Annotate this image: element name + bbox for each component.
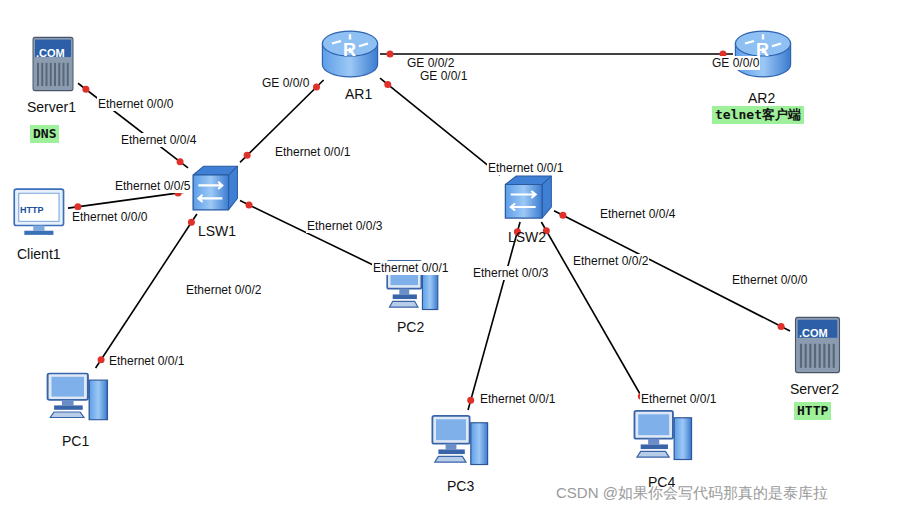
icon-text: .COM: [799, 327, 828, 339]
port-label: Ethernet 0/0/5: [114, 179, 191, 193]
icon-text: HTTP: [20, 204, 44, 216]
port-label: GE 0/0/0: [261, 76, 310, 90]
device-name: Server1: [27, 99, 76, 115]
server-icon: [28, 35, 78, 93]
port-dot: [559, 212, 566, 219]
link-line: [78, 83, 188, 168]
port-label: Ethernet 0/0/2: [572, 254, 649, 268]
icon-text: R: [756, 44, 769, 56]
port-label: Ethernet 0/0/1: [640, 392, 717, 406]
server-icon: [790, 315, 845, 375]
device-name: LSW1: [198, 223, 236, 239]
device-name: PC3: [447, 478, 474, 494]
port-label: Ethernet 0/0/0: [71, 210, 148, 224]
port-dot: [177, 158, 184, 165]
port-label: GE 0/0/0: [711, 56, 760, 70]
link-line: [467, 222, 521, 410]
port-dot: [98, 356, 105, 363]
port-dot: [246, 201, 253, 208]
port-dot: [188, 219, 195, 226]
pc-icon: [430, 410, 490, 468]
device-name: PC1: [62, 433, 89, 449]
port-label: Ethernet 0/0/1: [479, 392, 556, 406]
port-label: Ethernet 0/0/3: [472, 266, 549, 280]
port-dot: [82, 86, 89, 93]
icon-text: .COM: [36, 47, 65, 59]
port-dot: [778, 323, 785, 330]
device-name: PC2: [397, 319, 424, 335]
port-dot: [313, 84, 320, 91]
role-badge: DNS: [30, 125, 59, 143]
device-node: Server1DNS: [28, 35, 78, 93]
device-name: LSW2: [508, 229, 546, 245]
port-label: Ethernet 0/0/4: [599, 207, 676, 221]
port-label: Ethernet 0/0/2: [185, 283, 262, 297]
role-badge: telnet客户端: [712, 106, 804, 124]
link-line: [554, 211, 790, 331]
device-node: PC4: [632, 405, 694, 463]
device-node: Server2HTTP: [790, 315, 845, 375]
device-name: Client1: [17, 246, 61, 262]
port-label: Ethernet 0/0/1: [372, 261, 449, 275]
port-dot: [384, 81, 391, 88]
link-line: [240, 201, 385, 271]
device-name: AR2: [748, 90, 775, 106]
port-label: Ethernet 0/0/4: [120, 133, 197, 147]
port-label: Ethernet 0/0/3: [306, 219, 383, 233]
pc-icon: [632, 405, 694, 463]
switch-icon: [500, 172, 554, 222]
port-label: Ethernet 0/0/0: [97, 97, 174, 111]
device-name: Server2: [790, 381, 839, 397]
port-dot: [467, 397, 474, 404]
port-label: Ethernet 0/0/1: [487, 161, 564, 175]
port-label: GE 0/0/1: [419, 69, 468, 83]
link-line: [380, 78, 500, 175]
device-node: LSW1: [188, 162, 240, 214]
port-label: Ethernet 0/0/0: [731, 273, 808, 287]
pc-icon: [45, 368, 110, 423]
port-dot: [244, 152, 251, 159]
icon-text: R: [343, 44, 356, 56]
device-node: PC3: [430, 410, 490, 468]
device-node: LSW2: [500, 172, 554, 222]
device-name: AR1: [345, 86, 372, 102]
device-node: PC1: [45, 368, 110, 423]
role-badge: HTTP: [794, 402, 831, 420]
link-line: [96, 214, 197, 368]
watermark: CSDN @如果你会写代码那真的是泰库拉: [556, 484, 828, 503]
port-label: Ethernet 0/0/1: [108, 354, 185, 368]
port-dot: [387, 51, 394, 58]
port-label: GE 0/0/2: [406, 56, 455, 70]
switch-icon: [188, 162, 240, 214]
port-label: Ethernet 0/0/1: [274, 145, 351, 159]
